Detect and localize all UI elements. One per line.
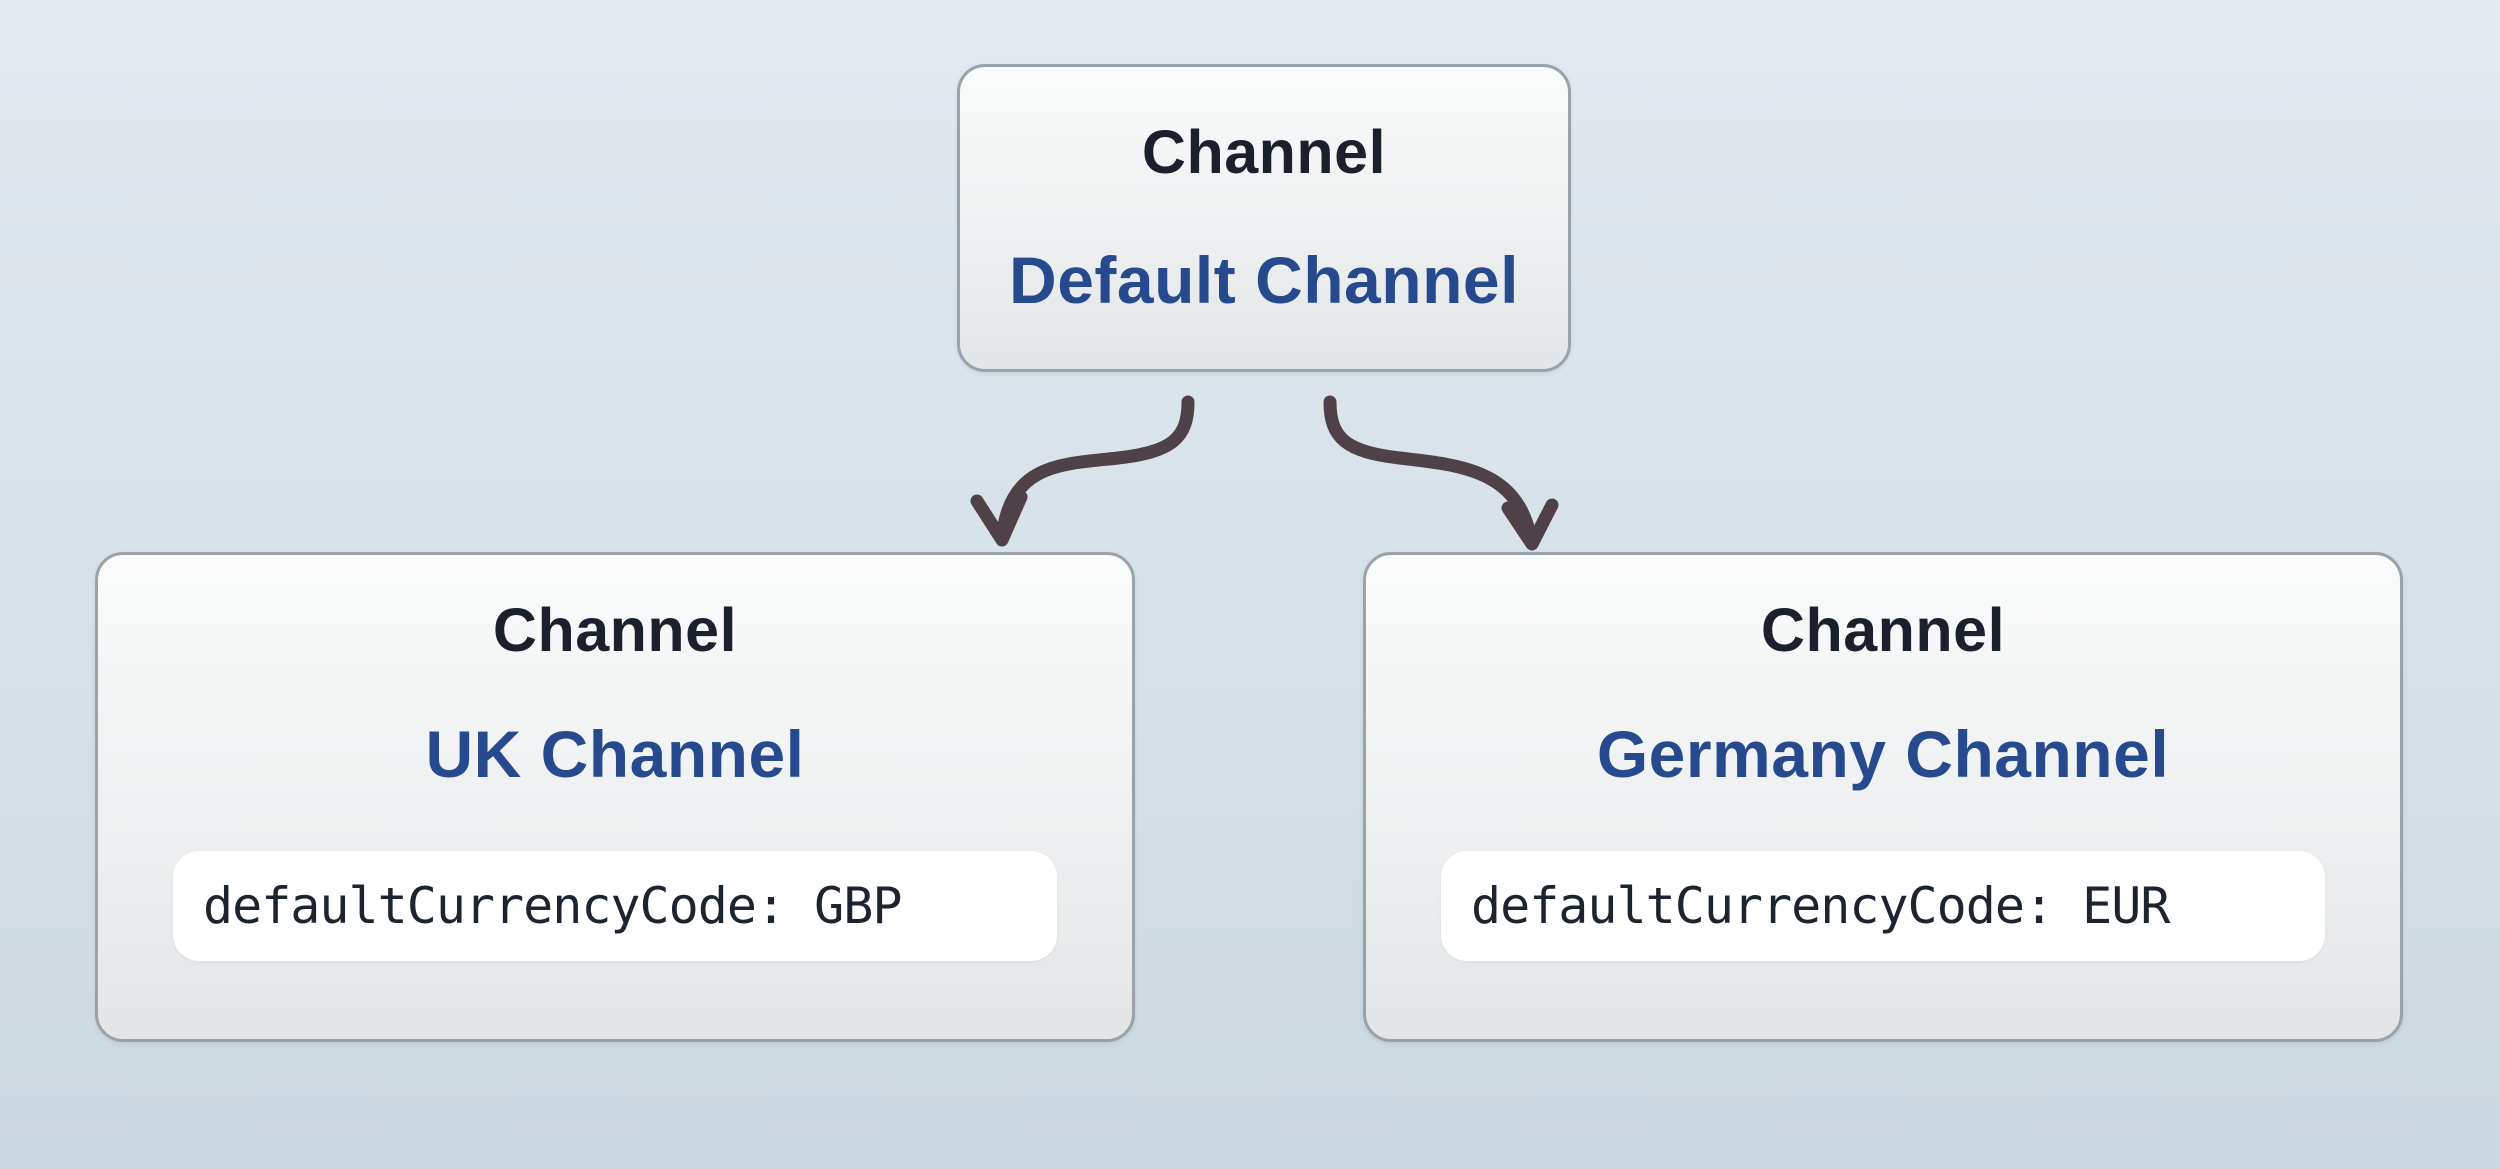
edge-root-to-uk	[996, 395, 1195, 539]
edge-root-to-germany-arrowhead	[1501, 498, 1559, 551]
attribute-text: defaultCurrencyCode: EUR	[1471, 876, 2170, 935]
attribute-pill: defaultCurrencyCode: EUR	[1441, 850, 2325, 961]
node-type-label: Channel	[1141, 118, 1387, 187]
node-type-label: Channel	[492, 596, 738, 664]
node-name-label: UK Channel	[425, 717, 805, 792]
attribute-pill: defaultCurrencyCode: GBP	[173, 850, 1057, 961]
node-name-label: Default Channel	[1009, 243, 1519, 318]
attribute-text: defaultCurrencyCode: GBP	[203, 876, 902, 935]
node-uk-channel: Channel UK Channel defaultCurrencyCode: …	[95, 552, 1135, 1042]
node-type-label: Channel	[1760, 596, 2006, 664]
node-default-channel: Channel Default Channel	[957, 64, 1571, 372]
node-germany-channel: Channel Germany Channel defaultCurrencyC…	[1363, 552, 2403, 1042]
edge-root-to-uk-arrowhead	[970, 490, 1028, 547]
node-name-label: Germany Channel	[1596, 717, 2170, 792]
edge-root-to-germany	[1323, 395, 1537, 542]
